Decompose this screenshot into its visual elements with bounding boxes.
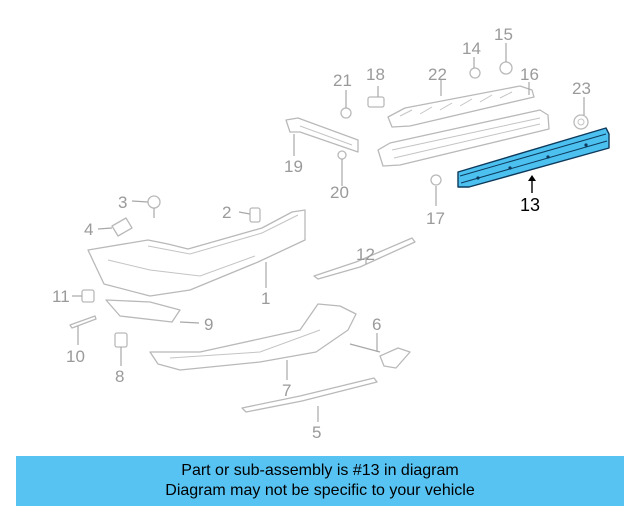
part-17-bolt bbox=[430, 174, 442, 186]
callout-18: 18 bbox=[366, 65, 385, 84]
callout-20: 20 bbox=[330, 183, 349, 202]
part-19-bracket bbox=[285, 117, 359, 153]
part-11-cap bbox=[81, 289, 95, 303]
callout-2: 2 bbox=[222, 203, 231, 222]
part-4-bracket bbox=[111, 217, 133, 237]
part-5-strip bbox=[241, 377, 378, 413]
part-16-reinforcement bbox=[377, 109, 550, 167]
callout-6: 6 bbox=[372, 315, 381, 334]
callout-21: 21 bbox=[333, 71, 352, 90]
leader-lines bbox=[72, 43, 585, 422]
part-21-bolt bbox=[340, 107, 352, 119]
callout-10: 10 bbox=[66, 347, 85, 366]
banner-line-1: Part or sub-assembly is #13 in diagram bbox=[181, 462, 459, 479]
part-1-bumper-cover bbox=[87, 209, 306, 297]
part-22-absorber bbox=[387, 85, 535, 128]
part-20-bolt bbox=[337, 150, 347, 176]
callout-1: 1 bbox=[261, 289, 270, 308]
part-7-valance bbox=[149, 303, 357, 371]
part-2-clip bbox=[249, 207, 261, 223]
parts-diagram: 1 2 3 4 5 6 7 8 9 10 11 12 13 14 15 16 1… bbox=[52, 25, 610, 442]
callout-3: 3 bbox=[118, 193, 127, 212]
part-23-nut bbox=[573, 114, 589, 130]
part-14-bolt bbox=[469, 67, 481, 79]
part-18-clip bbox=[367, 96, 385, 108]
part-3-screw bbox=[147, 195, 161, 218]
callout-11: 11 bbox=[52, 287, 70, 306]
part-10-pin bbox=[69, 315, 97, 329]
info-banner: Part or sub-assembly is #13 in diagram D… bbox=[16, 456, 624, 506]
part-8-clip bbox=[114, 332, 128, 348]
part-9-trim bbox=[105, 299, 181, 323]
callout-13-highlighted: 13 bbox=[520, 195, 540, 215]
callout-23: 23 bbox=[572, 79, 591, 98]
part-6-bracket bbox=[349, 343, 411, 369]
callout-12: 12 bbox=[356, 245, 375, 264]
callout-16: 16 bbox=[520, 65, 539, 84]
callout-5: 5 bbox=[312, 423, 321, 442]
callout-7: 7 bbox=[282, 381, 291, 400]
callout-15: 15 bbox=[494, 25, 513, 44]
part-15-nut bbox=[499, 61, 513, 75]
callout-19: 19 bbox=[284, 157, 303, 176]
callout-8: 8 bbox=[115, 367, 124, 386]
banner-line-2: Diagram may not be specific to your vehi… bbox=[165, 482, 475, 499]
callout-17: 17 bbox=[426, 209, 445, 228]
callout-14: 14 bbox=[462, 39, 481, 58]
callout-22: 22 bbox=[428, 65, 447, 84]
part-13-highlighted bbox=[457, 127, 610, 188]
part-12-molding bbox=[313, 237, 416, 280]
callout-4: 4 bbox=[84, 220, 93, 239]
callout-9: 9 bbox=[204, 315, 213, 334]
